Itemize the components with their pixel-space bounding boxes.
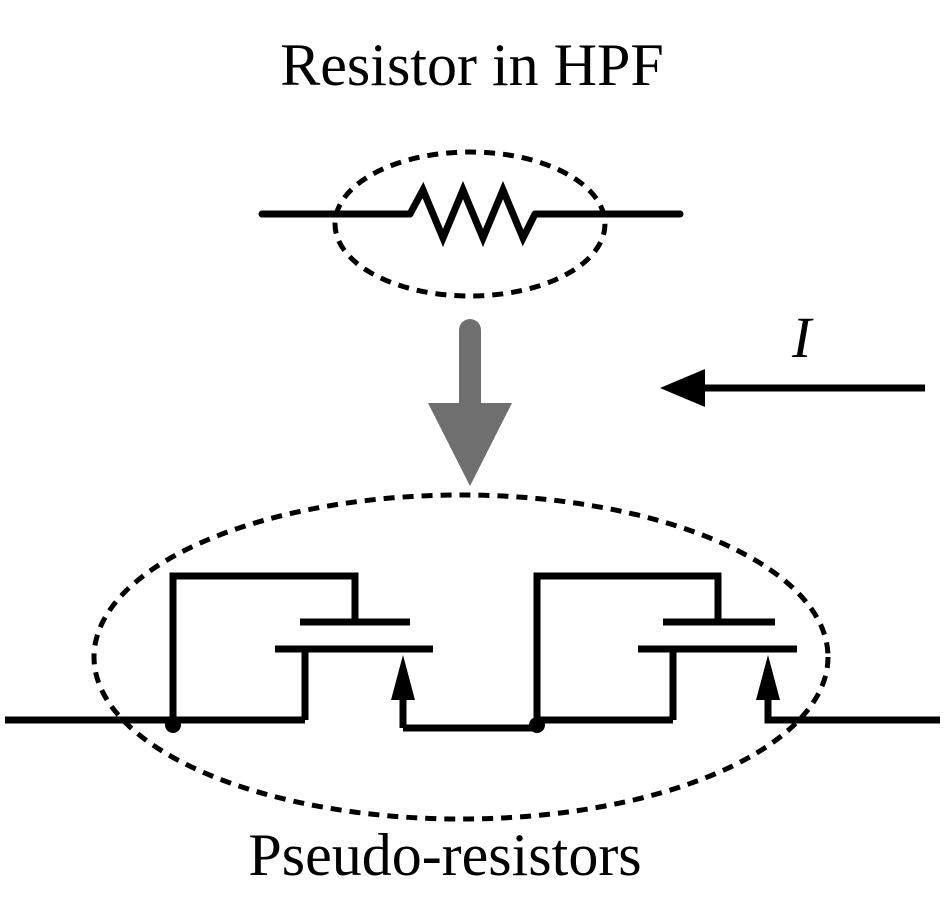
resistor-zigzag (406, 180, 539, 248)
current-direction-arrow (660, 369, 925, 407)
bottom-label: Pseudo-resistors (248, 822, 642, 888)
pmos-transistor-1 (169, 572, 433, 728)
transform-arrow (428, 319, 512, 486)
junction-dot (165, 717, 181, 733)
resistor-dashed-ellipse (332, 149, 608, 299)
pmos-transistor-2 (533, 572, 797, 724)
pseudo-resistor-dashed-ellipse (91, 492, 831, 822)
junction-dot (529, 717, 545, 733)
top-label: Resistor in HPF (280, 32, 664, 98)
pseudo-resistor-circuit (5, 492, 940, 822)
current-label: I (792, 305, 812, 370)
resistor-symbol (258, 149, 684, 299)
